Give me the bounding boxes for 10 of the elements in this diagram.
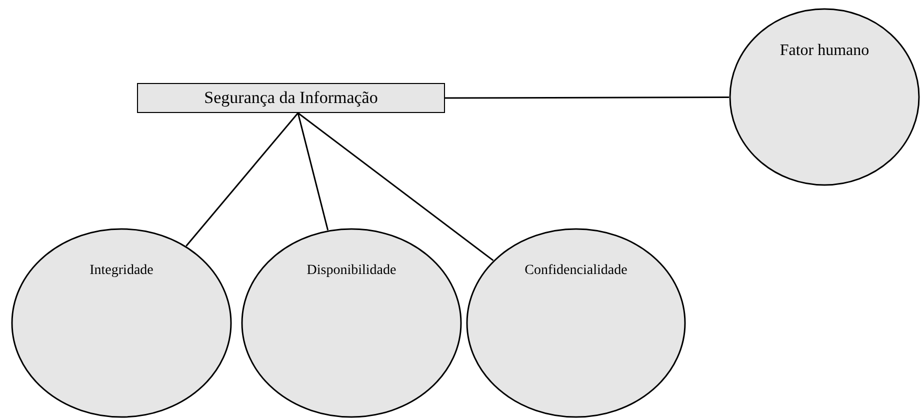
process-box xyxy=(137,83,445,113)
connector-line xyxy=(186,112,299,246)
node-label: Fator humano xyxy=(780,42,870,60)
connector-line xyxy=(297,112,329,230)
node-label: Segurança da Informação xyxy=(204,88,378,108)
node-label: Confidencialidade xyxy=(524,263,628,279)
connector-line xyxy=(445,96,729,99)
node-label: Integridade xyxy=(90,263,154,279)
node-label: Disponibilidade xyxy=(306,263,396,279)
connector-line xyxy=(298,112,494,262)
